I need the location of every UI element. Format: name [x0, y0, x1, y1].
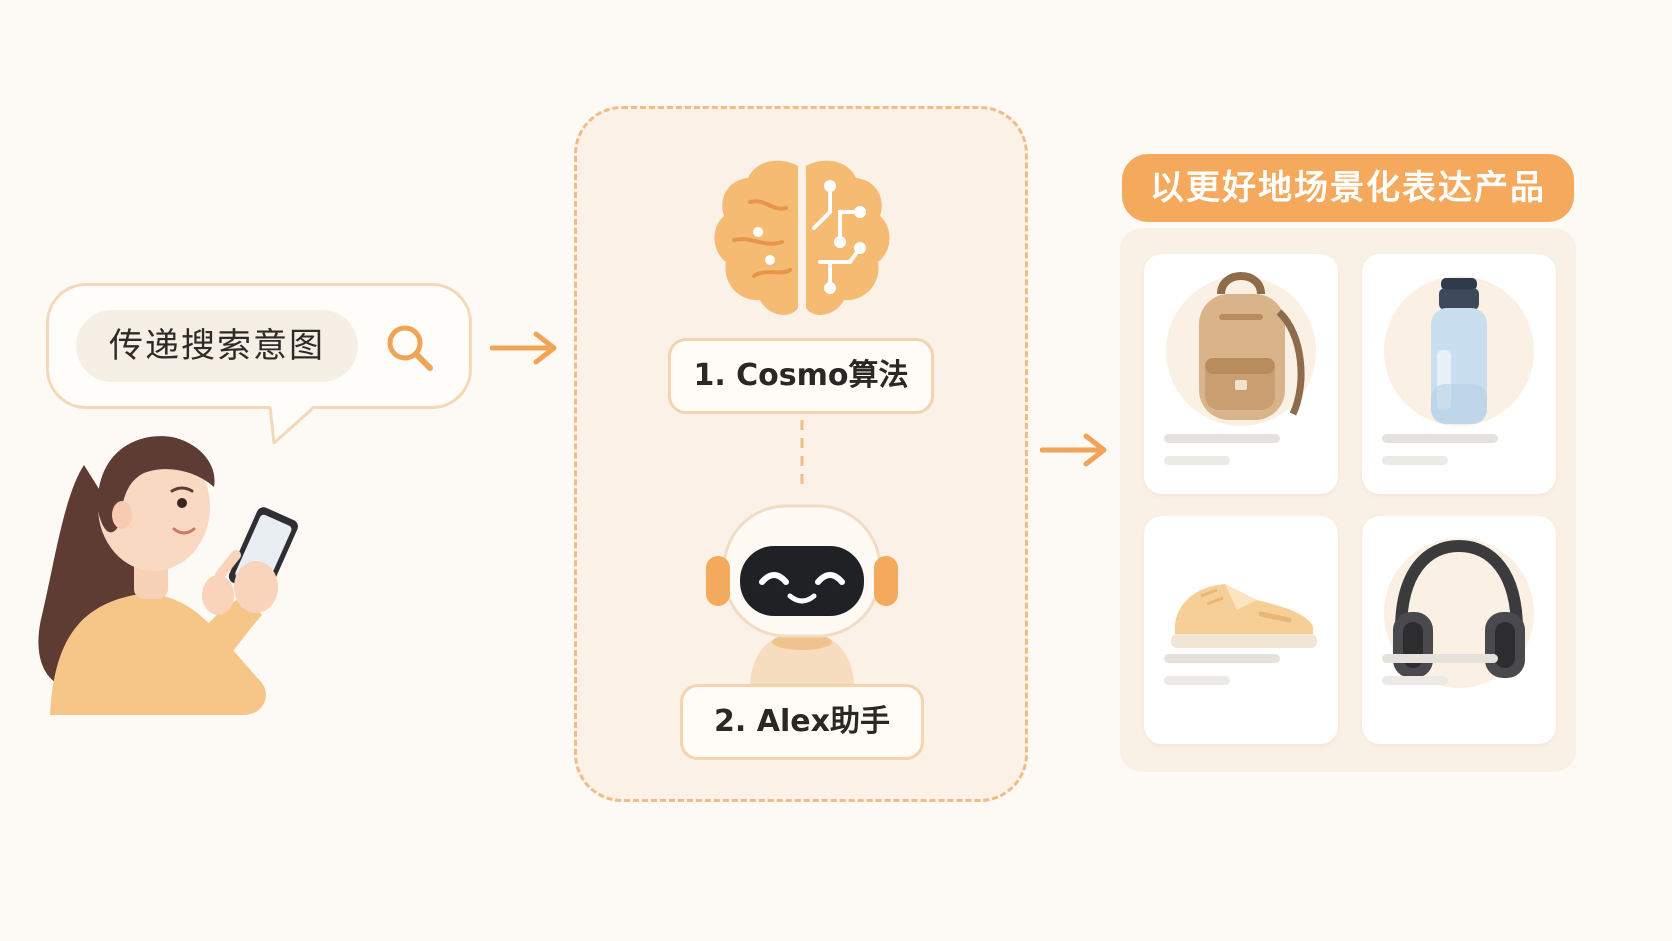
step-connector-line — [800, 420, 804, 492]
product-card-headphones[interactable] — [1362, 516, 1556, 744]
flow-arrow-right — [1040, 433, 1107, 467]
step-cosmo-algorithm: 1. Cosmo算法 — [668, 338, 934, 414]
results-title-banner: 以更好地场景化表达产品 — [1122, 154, 1574, 222]
search-input[interactable] — [76, 310, 358, 382]
search-icon[interactable] — [384, 322, 436, 374]
product-card-sneaker[interactable] — [1144, 516, 1338, 744]
headphones-icon — [1393, 539, 1525, 678]
speech-bubble-tail — [268, 405, 314, 445]
product-price-placeholder — [1382, 456, 1448, 465]
robot-assistant-icon — [706, 504, 898, 684]
product-price-placeholder — [1164, 676, 1230, 685]
product-title-placeholder — [1164, 654, 1280, 663]
product-title-placeholder — [1382, 434, 1498, 443]
search-query-text: 传递搜索意图 — [109, 326, 325, 366]
water-bottle-icon — [1431, 278, 1487, 424]
product-title-placeholder — [1164, 434, 1280, 443]
product-title-placeholder — [1382, 654, 1498, 663]
product-card-backpack[interactable] — [1144, 254, 1338, 494]
product-price-placeholder — [1382, 676, 1448, 685]
product-price-placeholder — [1164, 456, 1230, 465]
brain-circuit-icon — [714, 160, 890, 315]
woman-with-phone-illustration — [38, 436, 298, 715]
sneaker-icon — [1171, 584, 1317, 648]
backpack-icon — [1199, 272, 1305, 420]
flow-arrow-right — [490, 331, 557, 365]
step-alex-assistant: 2. Alex助手 — [680, 684, 924, 760]
product-card-water-bottle[interactable] — [1362, 254, 1556, 494]
